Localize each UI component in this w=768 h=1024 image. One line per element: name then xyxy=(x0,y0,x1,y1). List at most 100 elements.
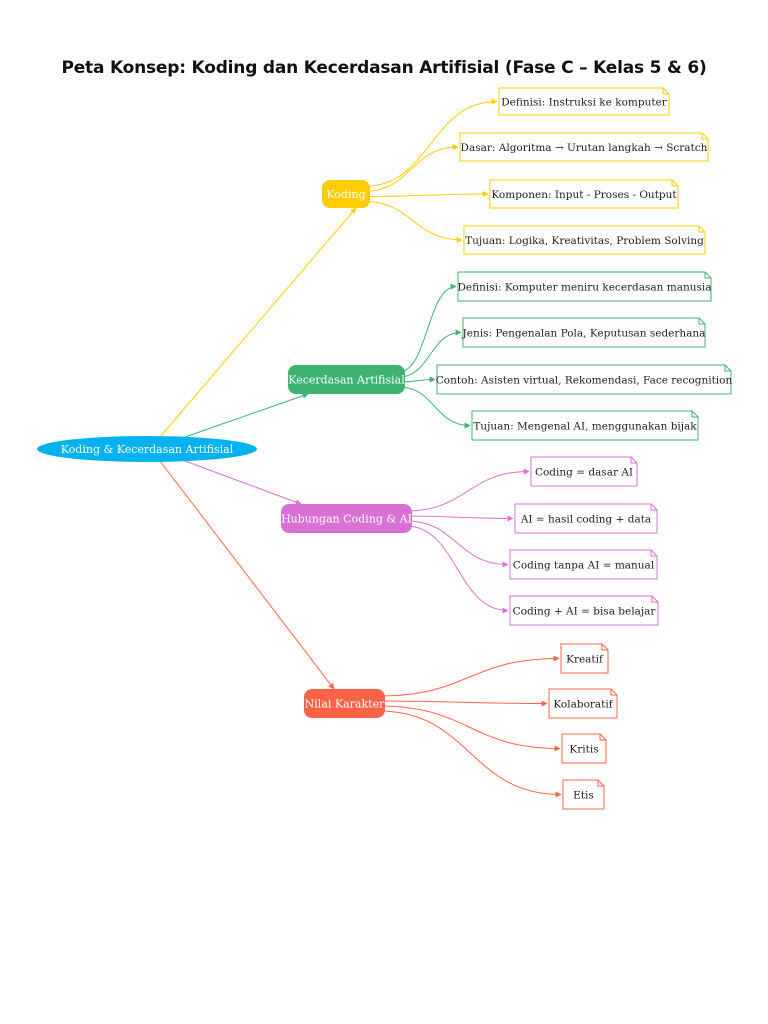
leaf-fold-hubungan-2 xyxy=(650,550,657,557)
connector-hubungan-leaf-1 xyxy=(405,515,514,522)
leaf-node-koding-2[interactable]: Komponen: Input - Proses - Output xyxy=(489,179,679,209)
leaf-node-ai-0[interactable]: Definisi: Komputer meniru kecerdasan man… xyxy=(457,271,712,302)
leaf-label-karakter-1: Kolaboratif xyxy=(553,699,613,711)
leaf-fold-ai-0 xyxy=(704,272,711,279)
leaf-box-koding-3 xyxy=(463,225,706,255)
leaf-box-karakter-0 xyxy=(560,643,609,674)
leaf-label-ai-2: Contoh: Asisten virtual, Rekomendasi, Fa… xyxy=(436,375,733,387)
connector-root-koding xyxy=(159,207,357,438)
leaf-label-koding-2: Komponen: Input - Proses - Output xyxy=(491,189,677,201)
leaf-box-koding-0 xyxy=(498,87,670,116)
leaf-label-koding-3: Tujuan: Logika, Kreativitas, Problem Sol… xyxy=(465,235,704,247)
leaf-box-hubungan-1 xyxy=(514,503,658,534)
connector-karakter-leaf-0 xyxy=(378,655,560,697)
leaf-label-karakter-2: Kritis xyxy=(569,744,598,756)
connector-hubungan-leaf-2 xyxy=(405,520,509,568)
connector-ai-leaf-3 xyxy=(398,386,471,429)
leaf-box-hubungan-2 xyxy=(509,549,658,580)
leaf-fold-hubungan-1 xyxy=(650,504,657,511)
leaf-fold-karakter-0 xyxy=(601,644,608,651)
leaf-box-hubungan-3 xyxy=(509,595,659,626)
leaf-fold-ai-2 xyxy=(724,365,731,372)
leaf-fold-karakter-1 xyxy=(610,689,617,696)
leaf-node-hubungan-1[interactable]: AI = hasil coding + data xyxy=(514,503,658,534)
leaf-node-hubungan-2[interactable]: Coding tanpa AI = manual xyxy=(509,549,658,580)
connector-karakter-leaf-3 xyxy=(378,710,562,798)
connector-koding-leaf-3 xyxy=(363,201,463,243)
leaf-box-koding-2 xyxy=(489,179,679,209)
leaf-node-ai-2[interactable]: Contoh: Asisten virtual, Rekomendasi, Fa… xyxy=(436,364,733,395)
leaf-label-koding-0: Definisi: Instruksi ke komputer xyxy=(501,97,668,109)
leaf-fold-koding-1 xyxy=(701,133,708,140)
root-node[interactable]: Koding & Kecerdasan Artifisial xyxy=(37,436,257,462)
connector-karakter-leaf-1 xyxy=(378,700,548,707)
leaf-box-karakter-3 xyxy=(562,779,605,810)
leaf-fold-ai-1 xyxy=(698,318,705,325)
root-label: Koding & Kecerdasan Artifisial xyxy=(61,443,234,456)
leaf-node-koding-0[interactable]: Definisi: Instruksi ke komputer xyxy=(498,87,670,116)
leaf-node-hubungan-3[interactable]: Coding + AI = bisa belajar xyxy=(509,595,659,626)
connector-koding-leaf-2 xyxy=(363,191,489,198)
leaf-label-karakter-3: Etis xyxy=(573,790,594,802)
leaf-box-karakter-2 xyxy=(561,733,607,764)
leaf-node-koding-3[interactable]: Tujuan: Logika, Kreativitas, Problem Sol… xyxy=(463,225,706,255)
branch-box-hubungan xyxy=(281,504,412,533)
leaf-label-hubungan-3: Coding + AI = bisa belajar xyxy=(513,606,657,618)
leaf-node-karakter-0[interactable]: Kreatif xyxy=(560,643,609,674)
leaf-label-hubungan-2: Coding tanpa AI = manual xyxy=(513,560,655,572)
branch-box-koding xyxy=(322,180,370,208)
leaf-box-ai-2 xyxy=(436,364,732,395)
connector-root-karakter xyxy=(159,460,335,690)
leaf-box-hubungan-0 xyxy=(530,456,638,487)
leaf-fold-koding-3 xyxy=(698,226,705,233)
leaf-box-koding-1 xyxy=(459,132,709,162)
connector-hubungan-leaf-3 xyxy=(405,525,509,614)
connector-hubungan-leaf-0 xyxy=(405,468,530,512)
leaf-label-koding-1: Dasar: Algoritma → Urutan langkah → Scra… xyxy=(461,142,708,154)
leaf-fold-koding-2 xyxy=(671,180,678,187)
leaf-node-ai-1[interactable]: Jenis: Pengenalan Pola, Keputusan sederh… xyxy=(462,317,706,348)
leaf-label-ai-3: Tujuan: Mengenal AI, menggunakan bijak xyxy=(473,421,697,433)
leaf-fold-hubungan-0 xyxy=(630,457,637,464)
leaf-label-karakter-0: Kreatif xyxy=(566,654,604,666)
branch-label-karakter: Nilai Karakter xyxy=(305,698,385,711)
branch-label-ai: Kecerdasan Artifisial xyxy=(288,374,405,387)
leaf-label-hubungan-1: AI = hasil coding + data xyxy=(520,514,651,526)
leaf-label-hubungan-0: Coding = dasar AI xyxy=(535,467,633,479)
branch-node-karakter[interactable]: Nilai Karakter xyxy=(304,689,385,718)
leaf-box-ai-3 xyxy=(471,410,699,441)
leaf-node-karakter-2[interactable]: Kritis xyxy=(561,733,607,764)
leaf-label-ai-0: Definisi: Komputer meniru kecerdasan man… xyxy=(457,282,711,294)
page-title: Peta Konsep: Koding dan Kecerdasan Artif… xyxy=(61,58,707,78)
leaf-fold-koding-0 xyxy=(662,88,669,95)
leaf-fold-karakter-3 xyxy=(597,780,604,787)
branch-node-koding[interactable]: Koding xyxy=(322,180,370,208)
leaf-node-ai-3[interactable]: Tujuan: Mengenal AI, menggunakan bijak xyxy=(471,410,699,441)
connector-ai-leaf-0 xyxy=(398,283,457,373)
node-layer: Koding & Kecerdasan ArtifisialKodingDefi… xyxy=(37,87,733,810)
branch-node-hubungan[interactable]: Hubungan Coding & AI xyxy=(281,504,412,533)
leaf-fold-ai-3 xyxy=(691,411,698,418)
leaf-node-hubungan-0[interactable]: Coding = dasar AI xyxy=(530,456,638,487)
leaf-box-ai-0 xyxy=(457,271,712,302)
connector-layer xyxy=(159,98,562,798)
leaf-node-koding-1[interactable]: Dasar: Algoritma → Urutan langkah → Scra… xyxy=(459,132,709,162)
connector-koding-leaf-0 xyxy=(363,98,498,187)
connector-koding-leaf-1 xyxy=(363,144,459,192)
leaf-fold-hubungan-3 xyxy=(651,596,658,603)
leaf-box-ai-1 xyxy=(462,317,706,348)
branch-node-ai[interactable]: Kecerdasan Artifisial xyxy=(288,365,405,394)
connector-root-hubungan xyxy=(184,460,302,505)
connector-root-ai xyxy=(184,392,309,438)
root-ellipse xyxy=(37,436,257,462)
leaf-node-karakter-1[interactable]: Kolaboratif xyxy=(548,688,618,719)
connector-ai-leaf-1 xyxy=(398,329,462,378)
branch-box-karakter xyxy=(304,689,385,718)
branch-label-hubungan: Hubungan Coding & AI xyxy=(281,513,412,526)
branch-label-koding: Koding xyxy=(326,188,365,201)
branch-box-ai xyxy=(288,365,405,394)
leaf-box-karakter-1 xyxy=(548,688,618,719)
leaf-node-karakter-3[interactable]: Etis xyxy=(562,779,605,810)
connector-karakter-leaf-2 xyxy=(378,705,561,752)
